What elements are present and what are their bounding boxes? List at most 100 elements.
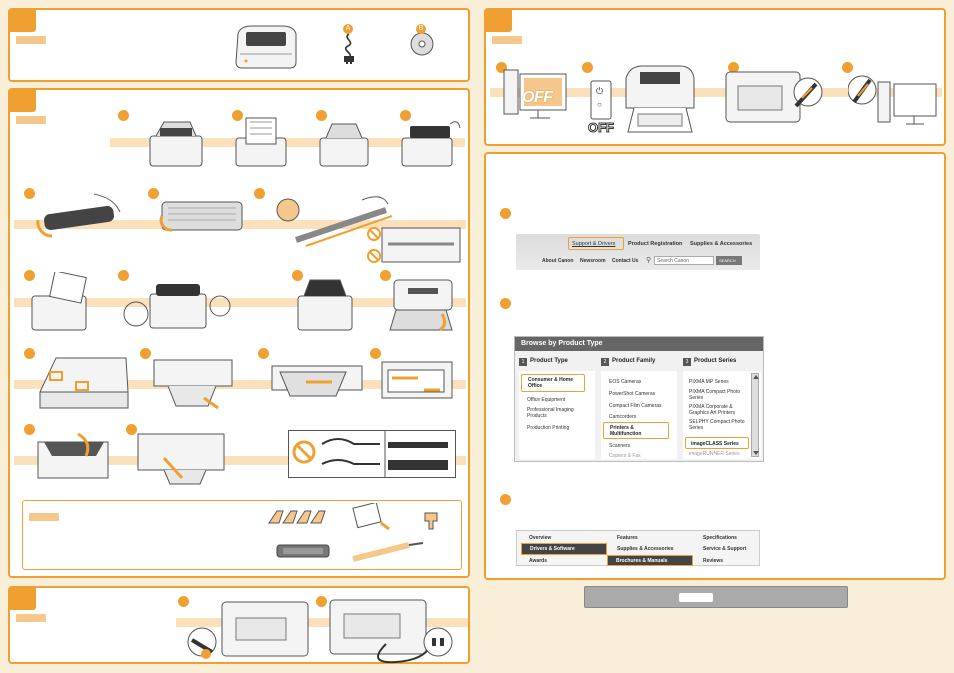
browse-product-screenshot: Browse by Product Type 1 Product Type Co… bbox=[514, 336, 764, 462]
copiers-fax-item[interactable]: Copiers & Fax bbox=[609, 453, 641, 459]
scroll-up-icon[interactable] bbox=[753, 375, 759, 379]
powershot-cameras-item[interactable]: PowerShot Cameras bbox=[609, 391, 656, 397]
step-dot bbox=[24, 424, 35, 435]
series-scrollbar[interactable] bbox=[751, 373, 759, 457]
support-drivers-link[interactable]: Support & Drivers bbox=[568, 237, 624, 250]
pixma-corporate-item[interactable]: PIXMA Corporate & Graphics Art Printers bbox=[689, 404, 736, 416]
step-dot bbox=[370, 348, 381, 359]
col1-list bbox=[519, 371, 595, 459]
step-dot bbox=[380, 270, 391, 281]
imagerunner-item[interactable]: imageRUNNER Series bbox=[689, 451, 740, 457]
scanners-item[interactable]: Scanners bbox=[609, 443, 631, 449]
service-support-tab[interactable]: Service & Support bbox=[703, 546, 747, 552]
small-part-illustration bbox=[421, 511, 441, 531]
professional-imaging-item[interactable]: Professional Imaging Products bbox=[527, 407, 574, 419]
step-dot bbox=[232, 110, 243, 121]
features-tab[interactable]: Features bbox=[617, 535, 638, 541]
col2-number: 2 bbox=[601, 358, 609, 366]
drivers-software-tab[interactable]: Drivers & Software bbox=[521, 543, 607, 555]
supplies-accessories-tab[interactable]: Supplies & Accessories bbox=[617, 546, 674, 552]
tape-strips-illustration bbox=[267, 507, 329, 527]
selphy-item[interactable]: SELPHY Compact Photo Series bbox=[689, 419, 745, 431]
contact-us-link[interactable]: Contact Us bbox=[612, 258, 639, 264]
printer-illustration bbox=[232, 24, 300, 70]
power-off-icon: ○ bbox=[597, 100, 602, 109]
cable-label-b: B bbox=[416, 24, 426, 34]
paper-cover-illustration bbox=[34, 428, 114, 486]
product-registration-link[interactable]: Product Registration bbox=[628, 241, 683, 247]
label-tab bbox=[16, 614, 46, 622]
step-dot bbox=[24, 188, 35, 199]
label-tab bbox=[29, 513, 59, 521]
step-dot bbox=[582, 62, 593, 73]
search-icon: ⚲ bbox=[646, 257, 652, 264]
panel-install-cartridge bbox=[8, 88, 470, 578]
eos-cameras-item[interactable]: EOS Cameras bbox=[609, 379, 642, 385]
pixma-compact-item[interactable]: PIXMA Compact Photo Series bbox=[689, 389, 741, 401]
overview-tab[interactable]: Overview bbox=[529, 535, 552, 541]
reviews-tab[interactable]: Reviews bbox=[703, 558, 724, 564]
printer-front-illustration bbox=[620, 62, 700, 138]
brochures-manuals-tab[interactable]: Brochures & Manuals bbox=[607, 555, 693, 566]
step-band bbox=[14, 298, 466, 307]
cd-rom-illustration bbox=[410, 32, 434, 56]
accessories-box bbox=[22, 500, 462, 570]
printer-cover-up-illustration bbox=[28, 272, 92, 332]
printer-cover-open-illustration bbox=[318, 120, 370, 168]
site-nav-screenshot: Support & Drivers Product Registration S… bbox=[516, 234, 760, 270]
step-dot bbox=[496, 62, 507, 73]
step-band bbox=[176, 618, 468, 627]
panel-package-contents: A B bbox=[8, 8, 470, 82]
label-tab bbox=[492, 36, 522, 44]
col2-header: Product Family bbox=[612, 358, 656, 364]
tray-extension-illustration bbox=[148, 352, 238, 414]
printer-open-cover-illustration bbox=[146, 120, 206, 168]
label-tab bbox=[16, 36, 46, 44]
browse-title-bar: Browse by Product Type bbox=[515, 337, 763, 351]
seal-strip-illustration bbox=[349, 539, 429, 563]
supplies-accessories-link[interactable]: Supplies & Accessories bbox=[690, 241, 753, 247]
footer-bar bbox=[584, 586, 848, 608]
step-dot bbox=[24, 348, 35, 359]
about-canon-link[interactable]: About Canon bbox=[542, 258, 574, 264]
scroll-down-icon[interactable] bbox=[753, 451, 759, 455]
awards-tab[interactable]: Awards bbox=[529, 558, 547, 564]
step-dot bbox=[126, 424, 137, 435]
computer-usb-illustration bbox=[848, 66, 940, 132]
step-number-tab bbox=[10, 90, 36, 112]
printer-back-usb-illustration bbox=[724, 66, 824, 132]
step-band bbox=[14, 456, 466, 465]
printer-remove-sheet-illustration bbox=[234, 116, 288, 168]
step-dot bbox=[842, 62, 853, 73]
office-equipment-item[interactable]: Office Equipment bbox=[527, 397, 566, 403]
step-dot bbox=[148, 188, 159, 199]
search-input[interactable]: Search Canon bbox=[654, 256, 714, 265]
step-number-tab bbox=[10, 588, 36, 610]
step-dot bbox=[118, 110, 129, 121]
specifications-tab[interactable]: Specifications bbox=[703, 535, 737, 541]
pixma-mp-item[interactable]: PIXMA MP Series bbox=[689, 379, 729, 385]
close-cover-illustration bbox=[294, 274, 356, 332]
imageclass-series-item[interactable]: imageCLASS Series bbox=[685, 437, 749, 449]
computer-off-illustration bbox=[502, 66, 570, 126]
camcorders-item[interactable]: Camcorders bbox=[609, 414, 637, 420]
compact-film-item[interactable]: Compact Film Cameras bbox=[609, 403, 662, 409]
panel-connect-power bbox=[8, 586, 470, 664]
insert-cartridge-illustration bbox=[122, 272, 232, 336]
consumer-home-office-item[interactable]: Consumer & Home Office bbox=[521, 374, 585, 392]
label-tab bbox=[16, 116, 46, 124]
search-button[interactable]: SEARCH bbox=[716, 256, 742, 265]
seal-warning-illustration bbox=[366, 226, 462, 266]
step-dot bbox=[500, 208, 511, 219]
paper-warning-box bbox=[288, 430, 456, 478]
production-printing-item[interactable]: Production Printing bbox=[527, 425, 570, 431]
col2-list bbox=[601, 371, 677, 459]
power-switch-panel bbox=[590, 80, 612, 120]
col3-number: 3 bbox=[683, 358, 691, 366]
power-on-icon: ⏻ bbox=[596, 86, 604, 96]
newsroom-link[interactable]: Newsroom bbox=[580, 258, 606, 264]
step-dot bbox=[254, 188, 265, 199]
printers-multifunction-item[interactable]: Printers & Multifunction bbox=[603, 422, 669, 439]
col3-header: Product Series bbox=[694, 358, 737, 364]
load-paper-illustration bbox=[266, 352, 366, 414]
